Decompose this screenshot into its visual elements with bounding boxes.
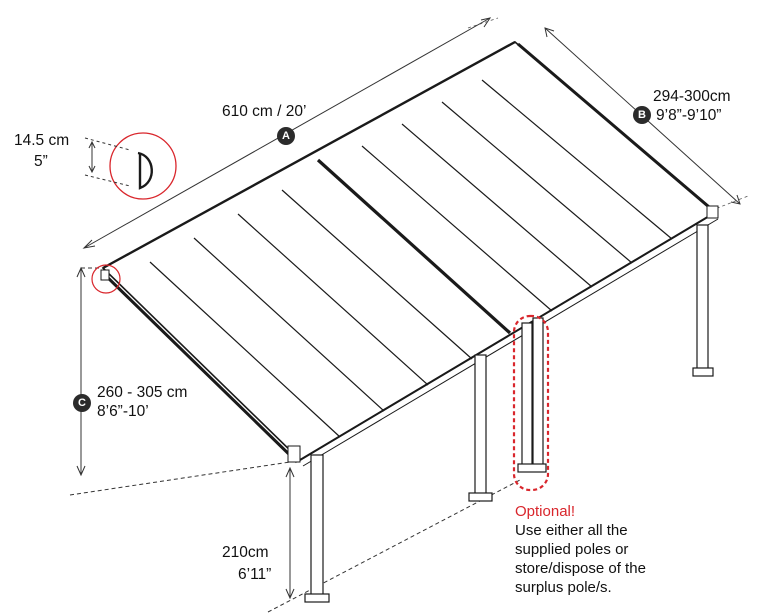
roof	[101, 40, 719, 467]
corner-highlight	[91, 264, 121, 294]
height-imperial-label: 8’6”-10’	[97, 403, 149, 420]
optional-note-line-1: Use either all the	[515, 522, 628, 539]
width-imperial-label: 9’8”-9’10”	[656, 107, 722, 124]
gutter-detail-callout	[84, 132, 177, 200]
width-metric-label: 294-300cm	[653, 88, 731, 105]
gutter-metric-label: 14.5 cm	[14, 132, 70, 149]
gutter-imperial-label: 5”	[34, 153, 48, 170]
optional-note-title: Optional!	[515, 503, 576, 520]
post-height-metric-label: 210cm	[222, 544, 269, 561]
optional-note-line-2: supplied poles or	[515, 541, 629, 558]
optional-note-line-3: store/dispose of the	[515, 560, 646, 577]
post-height-imperial-label: 6’11”	[238, 566, 272, 583]
height-metric-label: 260 - 305 cm	[97, 384, 188, 401]
badge-a: A	[277, 127, 295, 145]
length-metric-label: 610 cm / 20’	[222, 103, 307, 120]
optional-note-line-4: surplus pole/s.	[515, 579, 612, 596]
dimension-line-post	[267, 466, 521, 613]
optional-pole-highlight	[512, 314, 550, 492]
badge-b: B	[633, 106, 651, 124]
corner-brackets	[100, 205, 719, 463]
badge-c: C	[73, 394, 91, 412]
